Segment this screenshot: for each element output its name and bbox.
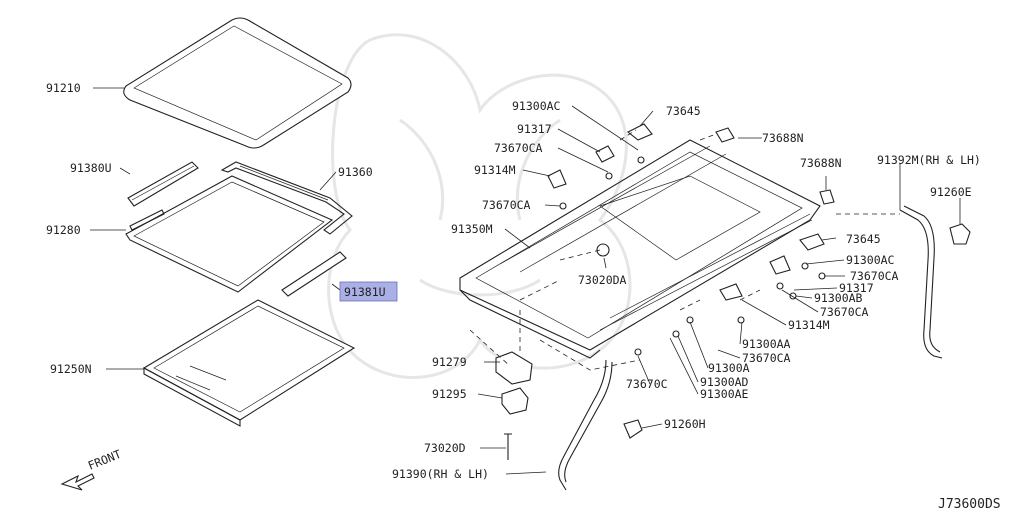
label-91317-a: 91317 xyxy=(517,122,552,136)
part-73688N-clip-a xyxy=(715,127,735,143)
watermark-emblem xyxy=(327,33,632,379)
label-91260H: 91260H xyxy=(664,417,706,431)
part-91210-glass xyxy=(123,17,352,149)
label-73645-b: 73645 xyxy=(846,232,881,246)
part-73020DA-grommet xyxy=(596,243,610,257)
part-73645-bracket-b xyxy=(799,233,825,251)
label-73020D: 73020D xyxy=(424,441,466,455)
label-91390: 91390(RH & LH) xyxy=(392,467,489,481)
label-73670CA-b: 73670CA xyxy=(482,198,531,212)
label-73688N-a: 73688N xyxy=(762,131,804,145)
label-73020DA: 73020DA xyxy=(578,273,627,287)
label-91260E: 91260E xyxy=(930,185,972,199)
label-91314M-a: 91314M xyxy=(474,163,516,177)
guide-lines xyxy=(469,129,900,371)
label-73645-a: 73645 xyxy=(666,104,701,118)
part-91360-frame xyxy=(220,161,353,235)
part-91350M-frame xyxy=(459,139,821,359)
label-91250N: 91250N xyxy=(50,362,92,376)
label-91300AE: 91300AE xyxy=(700,387,749,401)
label-91210: 91210 xyxy=(46,81,81,95)
label-91300AB: 91300AB xyxy=(814,291,863,305)
label-91295: 91295 xyxy=(432,387,467,401)
label-73670CA-d: 73670CA xyxy=(820,305,869,319)
label-91317-b: 91317 xyxy=(839,281,874,295)
part-91260H-clip xyxy=(623,419,643,439)
part-91390-hose xyxy=(558,359,613,491)
label-73670CA-a: 73670CA xyxy=(494,141,543,155)
label-73670C: 73670C xyxy=(626,377,668,391)
label-91381U: 91381U xyxy=(344,285,386,299)
label-91300AC-a: 91300AC xyxy=(512,99,561,113)
label-91380U: 91380U xyxy=(70,161,112,175)
label-91360: 91360 xyxy=(338,165,373,179)
part-91260E-clip xyxy=(949,223,971,245)
label-91300AA: 91300AA xyxy=(742,337,791,351)
label-91280: 91280 xyxy=(46,223,81,237)
part-73688N-clip-b xyxy=(819,189,835,205)
front-arrow-icon xyxy=(60,473,95,491)
label-91300AD: 91300AD xyxy=(700,375,749,389)
label-91279: 91279 xyxy=(432,355,467,369)
label-73688N-b: 73688N xyxy=(800,156,842,170)
fasteners xyxy=(547,145,826,356)
part-labels: 91210 91380U 91360 91280 91381U 91250N 9… xyxy=(46,81,1001,511)
label-91300A: 91300A xyxy=(708,361,750,375)
part-91392M-hose xyxy=(899,205,943,359)
label-91350M: 91350M xyxy=(451,222,493,236)
label-91314M-b: 91314M xyxy=(788,318,830,332)
highlight-91381U xyxy=(339,281,398,302)
part-91280-panel xyxy=(125,175,334,293)
diagram-code: J73600DS xyxy=(938,497,1001,511)
part-73020D-bolt xyxy=(504,433,512,460)
label-front: FRONT xyxy=(86,447,123,473)
leader-lines xyxy=(90,87,961,475)
part-73645-bracket-a xyxy=(626,123,653,141)
label-91300AC-b: 91300AC xyxy=(846,253,895,267)
part-91279-motor xyxy=(495,351,533,385)
label-91392M: 91392M(RH & LH) xyxy=(877,153,981,167)
label-73670CA-e: 73670CA xyxy=(742,351,791,365)
label-73670CA-c: 73670CA xyxy=(850,269,899,283)
part-91295-bracket xyxy=(501,387,529,415)
part-91381U-strip xyxy=(281,251,347,297)
part-91380U-strip xyxy=(127,161,199,207)
part-91250N-sunshade xyxy=(142,299,356,427)
